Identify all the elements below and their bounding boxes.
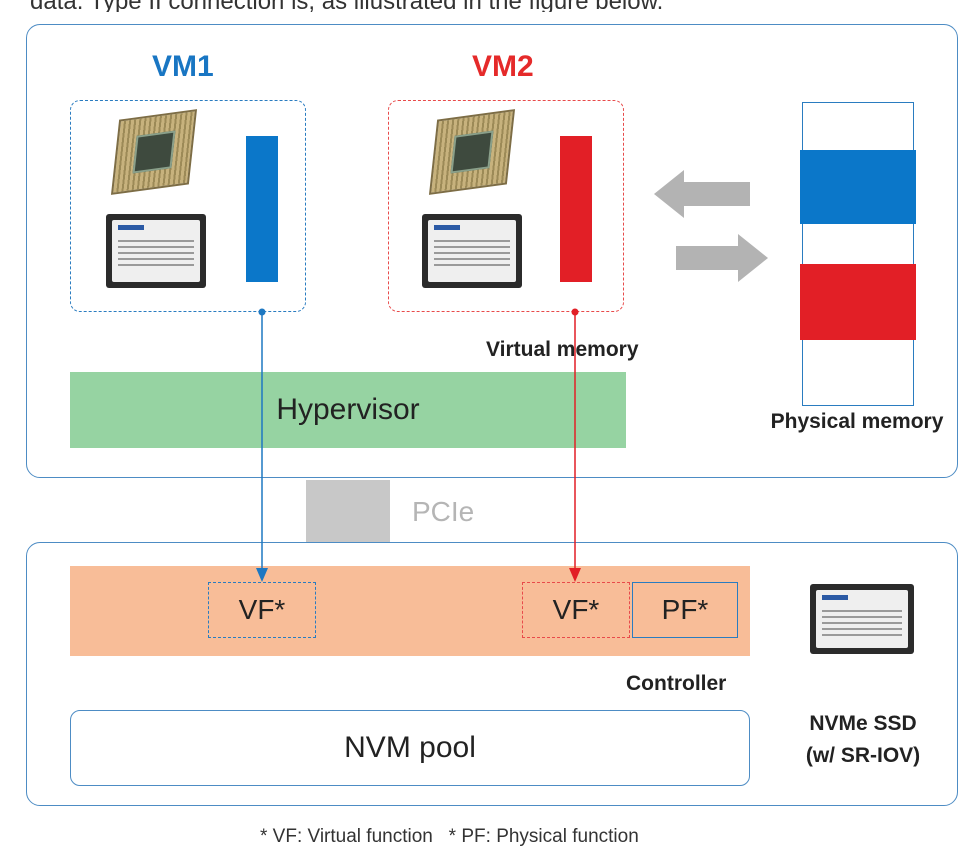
vf1-label: VF* <box>238 594 286 625</box>
ssd-drive-icon <box>422 214 522 288</box>
virtual-memory-label: Virtual memory <box>486 338 639 361</box>
physical-memory-box <box>802 102 914 406</box>
physical-memory-vm1-block <box>800 150 916 224</box>
nvm-pool-box: NVM pool <box>70 710 750 786</box>
vm1-box <box>70 100 306 312</box>
physical-memory-vm2-block <box>800 264 916 340</box>
ssd-panel <box>26 542 958 806</box>
pcie-label: PCIe <box>412 496 475 527</box>
vf2-label: VF* <box>552 594 600 625</box>
nvme-ssd-label-line2: (w/ SR-IOV) <box>805 744 921 767</box>
pcie-connector <box>306 480 390 542</box>
top-caption: data. Type II connection is, as illustra… <box>30 0 970 12</box>
vf2-box: VF* <box>522 582 630 638</box>
ssd-drive-icon <box>106 214 206 288</box>
nvme-ssd-label-line1: NVMe SSD <box>809 712 917 735</box>
vf1-box: VF* <box>208 582 316 638</box>
footnote: * VF: Virtual function * PF: Physical fu… <box>260 826 639 847</box>
pf-box: PF* <box>632 582 738 638</box>
vm2-label: VM2 <box>472 50 534 83</box>
hypervisor-label: Hypervisor <box>276 393 420 426</box>
vm1-virtual-memory-bar <box>246 136 278 282</box>
vm2-box <box>388 100 624 312</box>
vm1-label: VM1 <box>152 50 214 83</box>
nvme-ssd-label: NVMe SSD (w/ SR-IOV) <box>788 708 938 772</box>
ssd-drive-icon <box>810 584 914 654</box>
nvm-pool-label: NVM pool <box>344 731 476 764</box>
host-panel <box>26 24 958 478</box>
hypervisor-layer: Hypervisor <box>70 372 626 448</box>
vm2-virtual-memory-bar <box>560 136 592 282</box>
arrow-right-icon <box>676 234 768 282</box>
controller-bar <box>70 566 750 656</box>
arrow-left-icon <box>654 170 750 218</box>
cpu-chip-icon <box>110 109 198 195</box>
cpu-chip-icon <box>428 109 516 195</box>
controller-label: Controller <box>626 672 727 695</box>
pf-label: PF* <box>661 594 709 625</box>
physical-memory-label: Physical memory <box>770 410 944 433</box>
